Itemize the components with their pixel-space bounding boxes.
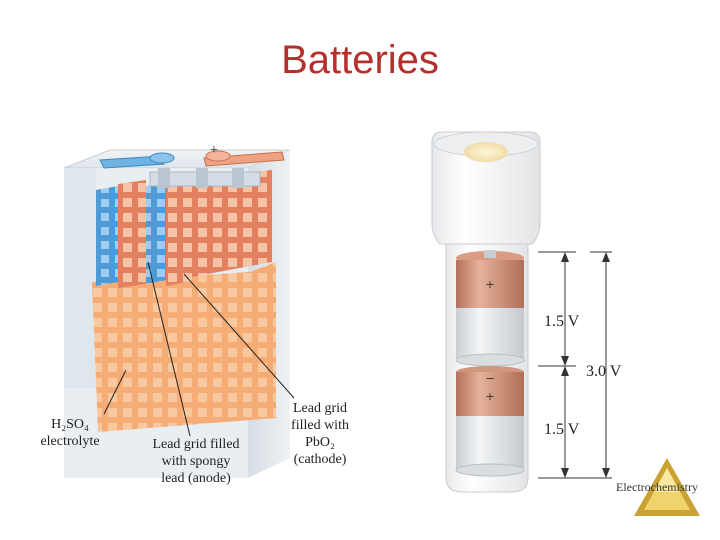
slide-title: Batteries	[281, 38, 439, 82]
voltage-total: 3.0 V	[586, 363, 622, 380]
label-cathode-line-1: Lead grid	[293, 401, 347, 416]
voltage-bottom-cell: 1.5 V	[544, 421, 580, 438]
triangle-logo-icon	[634, 458, 700, 516]
flashlight-illustration: + + −	[431, 131, 612, 493]
label-cathode-line-4: (cathode)	[294, 452, 347, 467]
label-anode-line-3: lead (anode)	[161, 471, 231, 486]
label-cathode-line-3: PbO₂	[305, 435, 335, 450]
label-electrolyte-word: electrolyte	[40, 434, 99, 449]
cell-bottom-positive-sign: +	[485, 389, 494, 406]
label-cathode-line-2: filled with	[291, 418, 349, 433]
label-electrolyte-formula: H₂SO₄	[51, 417, 89, 432]
lead-acid-battery-illustration: +	[63, 143, 295, 478]
cell-bottom-negative-sign: −	[485, 371, 494, 388]
battery-positive-sign: +	[210, 143, 218, 158]
cell-top-positive-sign: +	[485, 277, 494, 294]
voltage-top-cell: 1.5 V	[544, 313, 580, 330]
label-anode-line-1: Lead grid filled	[152, 437, 239, 452]
label-anode-line-2: with spongy	[162, 454, 231, 469]
slide-footer: Electrochemistry	[616, 480, 698, 494]
